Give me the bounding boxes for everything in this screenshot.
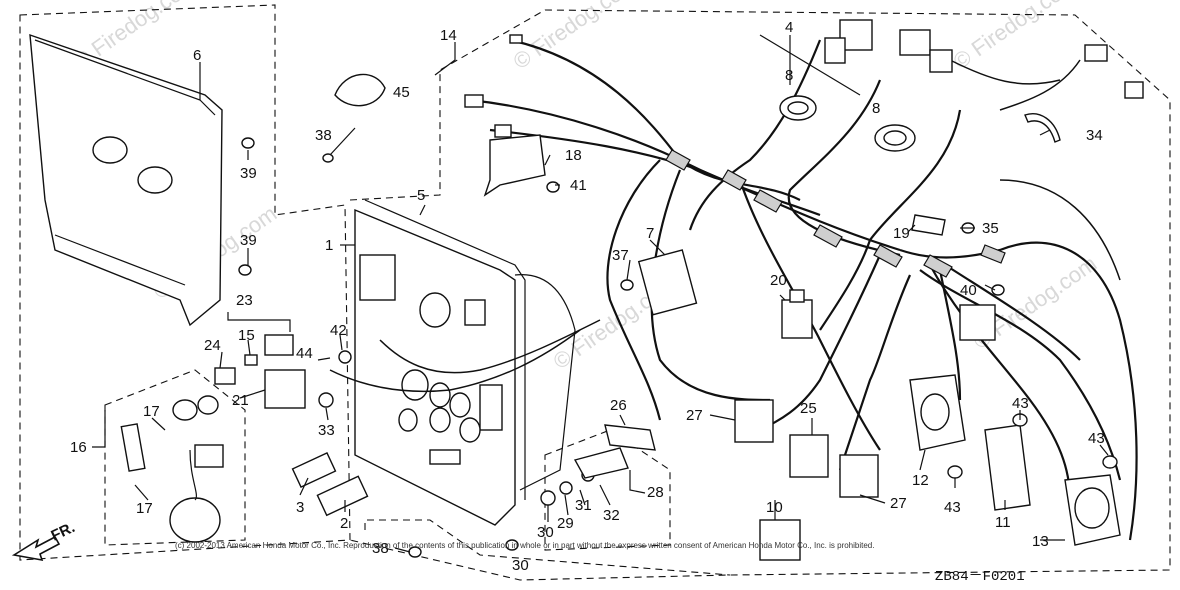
relay-18 (483, 134, 546, 197)
clip-19 (911, 214, 946, 236)
connector-10 (759, 519, 801, 561)
part-labels: 6 39 39 38 45 14 5 1 18 41 4 8 8 34 19 3… (70, 19, 1105, 574)
label-43: 43 (944, 499, 961, 516)
label-25: 25 (800, 400, 817, 417)
label-35: 35 (982, 220, 999, 237)
label-18: 18 (565, 147, 582, 164)
breaker-27a (734, 399, 774, 443)
label-7: 7 (646, 225, 654, 242)
label-12: 12 (912, 472, 929, 489)
front-arrow-icon (11, 535, 61, 562)
bracket-26 (604, 424, 656, 451)
label-39: 39 (240, 165, 257, 182)
label-27: 27 (890, 495, 907, 512)
switch-20 (781, 299, 813, 339)
label-43: 43 (1088, 430, 1105, 447)
label-42: 42 (330, 322, 347, 339)
wiring-harness (329, 19, 1144, 541)
label-40: 40 (960, 282, 977, 299)
capacitor-40 (959, 304, 996, 341)
label-2: 2 (340, 515, 348, 532)
label-6: 6 (193, 47, 201, 64)
hour-meter-21 (264, 369, 306, 409)
label-15: 15 (238, 327, 255, 344)
receptacle-11 (984, 424, 1031, 511)
label-16: 16 (70, 439, 87, 456)
label-20: 20 (770, 272, 787, 289)
label-38: 38 (372, 540, 389, 557)
label-23: 23 (236, 292, 253, 309)
label-33: 33 (318, 422, 335, 439)
lamp-2 (316, 475, 369, 517)
label-41: 41 (570, 177, 587, 194)
label-1: 1 (325, 237, 333, 254)
rear-panel-6 (29, 33, 223, 327)
label-26: 26 (610, 397, 627, 414)
front-label: FR. (49, 519, 78, 545)
label-45: 45 (393, 84, 410, 101)
label-30: 30 (512, 557, 529, 574)
label-21: 21 (232, 392, 249, 409)
lamp-3 (291, 451, 337, 489)
band-34 (1024, 113, 1061, 143)
components (120, 73, 1121, 561)
label-28: 28 (647, 484, 664, 501)
watermark: © Firedog.com (949, 0, 1082, 74)
label-24: 24 (204, 337, 221, 354)
label-3: 3 (296, 499, 304, 516)
label-27: 27 (686, 407, 703, 424)
part-24 (214, 367, 236, 385)
label-32: 32 (603, 507, 620, 524)
label-8: 8 (872, 100, 880, 117)
label-39: 39 (240, 232, 257, 249)
label-10: 10 (766, 499, 783, 516)
group-frame-left (19, 4, 351, 561)
label-11: 11 (995, 514, 1011, 531)
leader-lines (92, 34, 1109, 553)
label-14: 14 (440, 27, 457, 44)
label-17: 17 (143, 403, 160, 420)
label-5: 5 (417, 187, 425, 204)
clamp-45 (334, 73, 386, 107)
ignition-switch-16 (169, 497, 221, 543)
front-direction-marker: FR. (11, 519, 78, 562)
label-8: 8 (785, 67, 793, 84)
label-30: 30 (537, 524, 554, 541)
label-19: 19 (893, 225, 910, 242)
label-34: 34 (1086, 127, 1103, 144)
diagram-code: ZB84－F0201 (935, 569, 1025, 585)
label-4: 4 (785, 19, 793, 36)
label-17: 17 (136, 500, 153, 517)
dashed-frames (19, 4, 1171, 581)
control-panel-1 (354, 199, 576, 526)
label-44: 44 (296, 345, 313, 362)
label-43: 43 (1012, 395, 1029, 412)
breaker-25 (789, 434, 829, 478)
rear-panel-shape (29, 33, 223, 327)
label-38: 38 (315, 127, 332, 144)
label-31: 31 (575, 497, 592, 514)
part-15 (244, 354, 258, 366)
label-37: 37 (612, 247, 629, 264)
group-frame-bottom (364, 519, 731, 576)
label-13: 13 (1032, 533, 1049, 550)
breaker-7 (637, 249, 698, 316)
label-29: 29 (557, 515, 574, 532)
switch-23 (264, 334, 294, 356)
breaker-27b (839, 454, 879, 498)
copyright-notice: (c) 2002-2013 American Honda Motor Co., … (175, 541, 874, 550)
group-frame-main (349, 9, 1171, 581)
